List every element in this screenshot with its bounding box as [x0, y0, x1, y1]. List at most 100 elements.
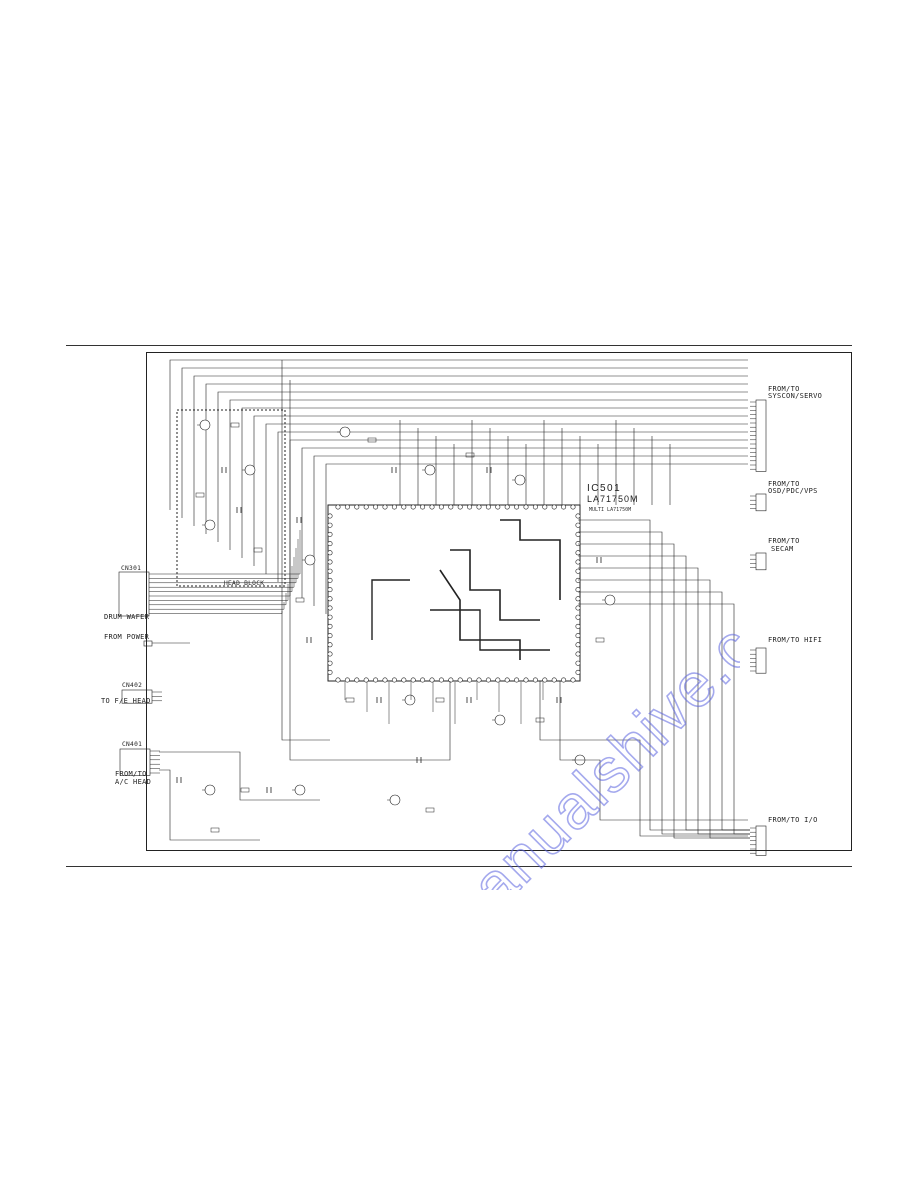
transistor [424, 464, 436, 476]
ic-pin-left [327, 541, 333, 547]
ic-pin-top [523, 504, 529, 510]
bus-line [289, 439, 748, 590]
bottom-rule [66, 866, 852, 867]
thick-path [430, 609, 550, 651]
route-line [578, 579, 750, 839]
thick-path [500, 519, 561, 600]
ic-pin-bottom [495, 677, 501, 683]
cn301-label: CN301 [121, 565, 142, 572]
ic-pin-top [485, 504, 491, 510]
ic-pin-top [570, 504, 576, 510]
bus-line [277, 431, 748, 582]
ic-pin-top [514, 504, 520, 510]
ic-pin-top [438, 504, 444, 510]
ic-pin-bottom [420, 677, 426, 683]
ic-pin-right [575, 633, 581, 639]
secam-caption-2: SECAM [771, 545, 794, 553]
ic-pin-top [495, 504, 501, 510]
secam-caption-1: FROM/TO [768, 537, 800, 545]
resistor [230, 422, 240, 428]
route-line [159, 566, 293, 592]
resistor [210, 827, 220, 833]
transistor [204, 519, 216, 531]
ic-pin-left [327, 614, 333, 620]
drum-wafer-caption: DRUM WAFER [104, 613, 150, 621]
route-line [159, 539, 299, 579]
connector-cn301 [118, 571, 150, 617]
ic-body [327, 504, 581, 682]
route-line [281, 360, 330, 741]
ic-pin-right [575, 642, 581, 648]
ic-pin-bottom [551, 677, 557, 683]
ic-pin-bottom [467, 677, 473, 683]
thick-path [371, 579, 410, 640]
resistor [435, 697, 445, 703]
ic-pin-top [354, 504, 360, 510]
route-line [159, 593, 287, 606]
ic-pin-top [363, 504, 369, 510]
ic-pin-bottom [561, 677, 567, 683]
osd-caption-1: FROM/TO [768, 480, 800, 488]
route-line [159, 751, 320, 801]
top-rule [66, 345, 852, 346]
thick-path [439, 569, 521, 660]
ic-pin-bottom [457, 677, 463, 683]
ic-pin-right [575, 614, 581, 620]
bus-line [253, 415, 748, 566]
ic-pin-right [575, 522, 581, 528]
thick-path [450, 549, 540, 621]
ic-pin-top [382, 504, 388, 510]
route-line [289, 380, 451, 761]
ic-pin-bottom [391, 677, 397, 683]
route-line [559, 681, 748, 821]
route-line [578, 555, 750, 831]
route-line [159, 602, 285, 610]
transistor [404, 694, 416, 706]
resistor [295, 597, 305, 603]
ic-pin-bottom [514, 677, 520, 683]
ic-pin-top [476, 504, 482, 510]
ic-pin-bottom [476, 677, 482, 683]
ic-pin-bottom [410, 677, 416, 683]
bus-line [229, 399, 748, 550]
ic-pin-top [410, 504, 416, 510]
ic-pin-left [327, 660, 333, 666]
ic-pin-top [429, 504, 435, 510]
transistor [604, 594, 616, 606]
ic-note: MULTI LA71750M [589, 507, 632, 513]
resistor [253, 547, 263, 553]
ic-pin-left [327, 651, 333, 657]
ic-pin-right [575, 531, 581, 537]
connector-secam [755, 552, 767, 571]
ic-pin-left [327, 559, 333, 565]
bus-line [241, 407, 748, 558]
transistor [494, 714, 506, 726]
transistor [204, 784, 216, 796]
transistor [199, 419, 211, 431]
route-line [578, 567, 750, 835]
ic-reference: IC501 [587, 483, 622, 494]
ic-pin-right [575, 559, 581, 565]
ic-pin-top [420, 504, 426, 510]
resistor [195, 492, 205, 498]
route-line [159, 611, 283, 614]
hifi-caption: FROM/TO HIFI [768, 636, 823, 644]
ic-pin-top [504, 504, 510, 510]
ic-pin-left [327, 633, 333, 639]
ic-pin-top [401, 504, 407, 510]
ic-pin-bottom [344, 677, 350, 683]
ic-pin-bottom [363, 677, 369, 683]
ic-pin-right [575, 669, 581, 675]
connector-osd [755, 493, 767, 512]
resistor [367, 437, 377, 443]
route-line [539, 681, 748, 837]
bus-line [217, 391, 748, 542]
resistor [240, 787, 250, 793]
ic-pin-left [327, 587, 333, 593]
ic-pin-left [327, 642, 333, 648]
ic-pin-right [575, 587, 581, 593]
connector-syscon [755, 399, 767, 472]
bus-line [205, 383, 748, 534]
ic-pin-top [561, 504, 567, 510]
ic-pin-bottom [523, 677, 529, 683]
